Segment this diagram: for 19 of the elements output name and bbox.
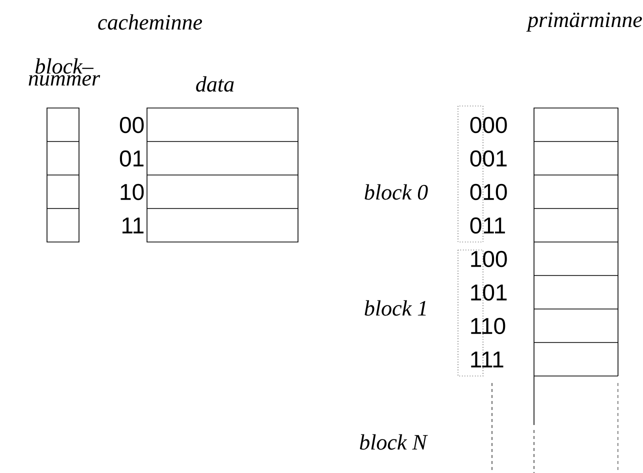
label: 101: [471, 284, 507, 301]
label: 110: [471, 318, 506, 334]
label: primärminne: [526, 12, 642, 32]
label: data: [196, 76, 234, 92]
label: block 1: [364, 300, 426, 316]
label: block N: [360, 434, 428, 450]
label: cacheminne: [98, 14, 202, 30]
label: 111: [471, 352, 504, 368]
label: 11: [122, 218, 144, 234]
label: 011: [470, 217, 505, 234]
label: 010: [470, 184, 507, 200]
label: 01: [120, 150, 144, 167]
label: 000: [470, 116, 507, 134]
label: block– nummer: [28, 58, 100, 86]
label: 100: [471, 250, 507, 268]
label: 001: [470, 150, 507, 167]
label: block 0: [364, 184, 428, 200]
label: 00: [120, 116, 144, 134]
label: 10: [120, 184, 144, 200]
